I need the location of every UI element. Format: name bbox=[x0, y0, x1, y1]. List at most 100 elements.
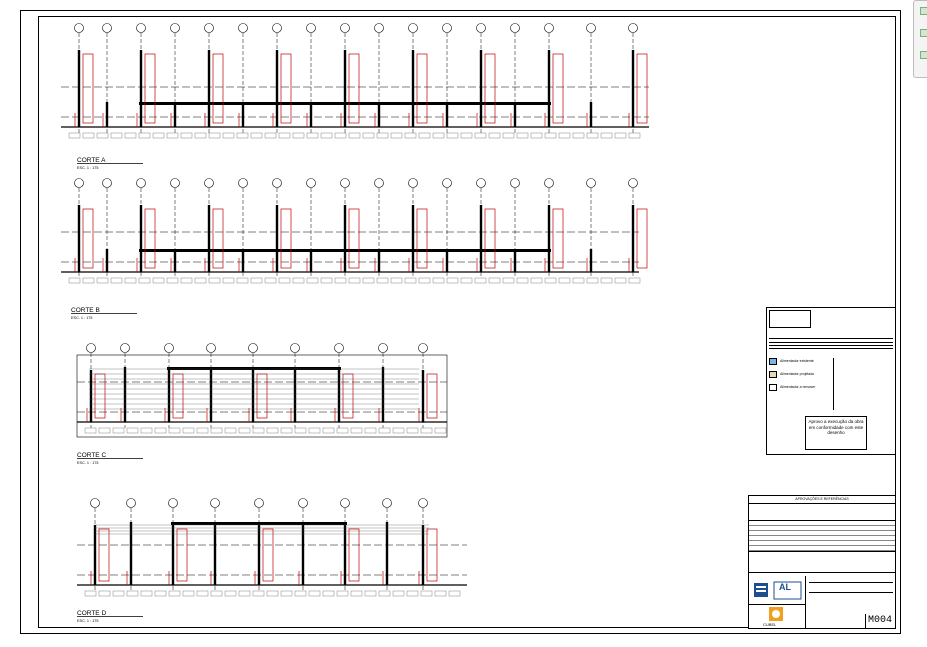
column bbox=[275, 205, 279, 272]
foundation-block bbox=[322, 427, 335, 434]
duct-highlight bbox=[552, 208, 564, 269]
foundation-block bbox=[110, 132, 123, 139]
foundation-block bbox=[138, 277, 151, 284]
grid-bubble bbox=[628, 23, 638, 33]
foundation-block bbox=[474, 277, 487, 284]
foundation-block bbox=[364, 590, 377, 597]
foundation-block bbox=[404, 277, 417, 284]
foundation-block bbox=[98, 427, 111, 434]
foundation-block bbox=[152, 132, 165, 139]
column bbox=[385, 522, 389, 585]
grid-bubble bbox=[408, 23, 418, 33]
company-logo-area: AL bbox=[749, 576, 806, 605]
foundation-block bbox=[418, 277, 431, 284]
grid-bubble bbox=[374, 178, 384, 188]
grid-bubble bbox=[476, 178, 486, 188]
section-scale: ESC. 1 : 175 bbox=[77, 619, 99, 623]
foundation-block bbox=[390, 132, 403, 139]
foundation-block bbox=[294, 427, 307, 434]
foundation-block bbox=[82, 132, 95, 139]
column bbox=[421, 370, 425, 422]
foundation-block bbox=[376, 132, 389, 139]
foundation-block bbox=[292, 132, 305, 139]
legend-swatch-icon bbox=[769, 371, 777, 378]
column bbox=[479, 205, 483, 272]
legend-item: Alimentador a remover bbox=[769, 384, 831, 391]
notes-area bbox=[749, 552, 895, 573]
foundation-block bbox=[96, 277, 109, 284]
foundation-block bbox=[334, 132, 347, 139]
foundation-block bbox=[196, 590, 209, 597]
column bbox=[173, 102, 177, 127]
foundation-block bbox=[364, 427, 377, 434]
duct-highlight bbox=[94, 373, 106, 419]
foundation-block bbox=[350, 427, 363, 434]
foundation-block bbox=[280, 427, 293, 434]
grid-bubble bbox=[476, 23, 486, 33]
client-logo-area: CUBEL bbox=[749, 604, 806, 629]
company-logo-icon bbox=[754, 581, 802, 600]
grid-bubble bbox=[238, 23, 248, 33]
foundation-block bbox=[434, 427, 447, 434]
foundation-block bbox=[336, 590, 349, 597]
grid-bubble bbox=[298, 498, 308, 508]
panel-tool-2[interactable] bbox=[920, 29, 927, 37]
foundation-block bbox=[448, 590, 461, 597]
foundation-block bbox=[350, 590, 363, 597]
foundation-block bbox=[392, 590, 405, 597]
column bbox=[167, 370, 171, 422]
foundation-block bbox=[322, 590, 335, 597]
grid-bubble bbox=[378, 343, 388, 353]
column bbox=[171, 525, 175, 585]
foundation-block bbox=[432, 132, 445, 139]
grid-bubble bbox=[248, 343, 258, 353]
foundation-block bbox=[154, 427, 167, 434]
foundation-block bbox=[264, 132, 277, 139]
duct-highlight bbox=[636, 53, 648, 124]
foundation-block bbox=[362, 132, 375, 139]
grid-bubble bbox=[586, 23, 596, 33]
foundation-block bbox=[138, 132, 151, 139]
grid-bubble bbox=[238, 178, 248, 188]
foundation-block bbox=[224, 427, 237, 434]
column bbox=[589, 249, 593, 272]
legend-item: Alimentador existente bbox=[769, 358, 831, 365]
column bbox=[129, 522, 133, 585]
grid-bubble bbox=[210, 498, 220, 508]
foundation-block bbox=[168, 590, 181, 597]
foundation-block bbox=[126, 427, 139, 434]
panel-tool-1[interactable] bbox=[920, 7, 927, 15]
foundation-block bbox=[488, 277, 501, 284]
foundation-block bbox=[180, 132, 193, 139]
foundation-block bbox=[378, 427, 391, 434]
foundation-block bbox=[196, 427, 209, 434]
legend-item: Alimentador projetado bbox=[769, 371, 831, 378]
column bbox=[275, 50, 279, 127]
foundation-block bbox=[278, 132, 291, 139]
duct-highlight bbox=[82, 208, 94, 269]
client-logo-icon bbox=[769, 607, 783, 621]
legend-box: Alimentador existente Alimentador projet… bbox=[766, 307, 896, 455]
duct-highlight bbox=[144, 208, 156, 269]
foundation-block bbox=[68, 132, 81, 139]
foundation-block bbox=[208, 132, 221, 139]
panel-tool-3[interactable] bbox=[920, 51, 927, 59]
foundation-block bbox=[502, 132, 515, 139]
foundation-block bbox=[140, 427, 153, 434]
foundation-block bbox=[266, 590, 279, 597]
foundation-block bbox=[168, 427, 181, 434]
foundation-block bbox=[140, 590, 153, 597]
side-tool-panel[interactable] bbox=[913, 0, 927, 78]
column bbox=[209, 367, 213, 422]
duct-highlight bbox=[426, 528, 438, 582]
foundation-block bbox=[628, 277, 641, 284]
legend-item-label: Alimentador projetado bbox=[780, 372, 815, 377]
duct-highlight bbox=[176, 528, 188, 582]
column bbox=[377, 249, 381, 272]
column bbox=[309, 249, 313, 272]
grid-bubble bbox=[272, 23, 282, 33]
foundation-block bbox=[294, 590, 307, 597]
grid-bubble bbox=[204, 23, 214, 33]
